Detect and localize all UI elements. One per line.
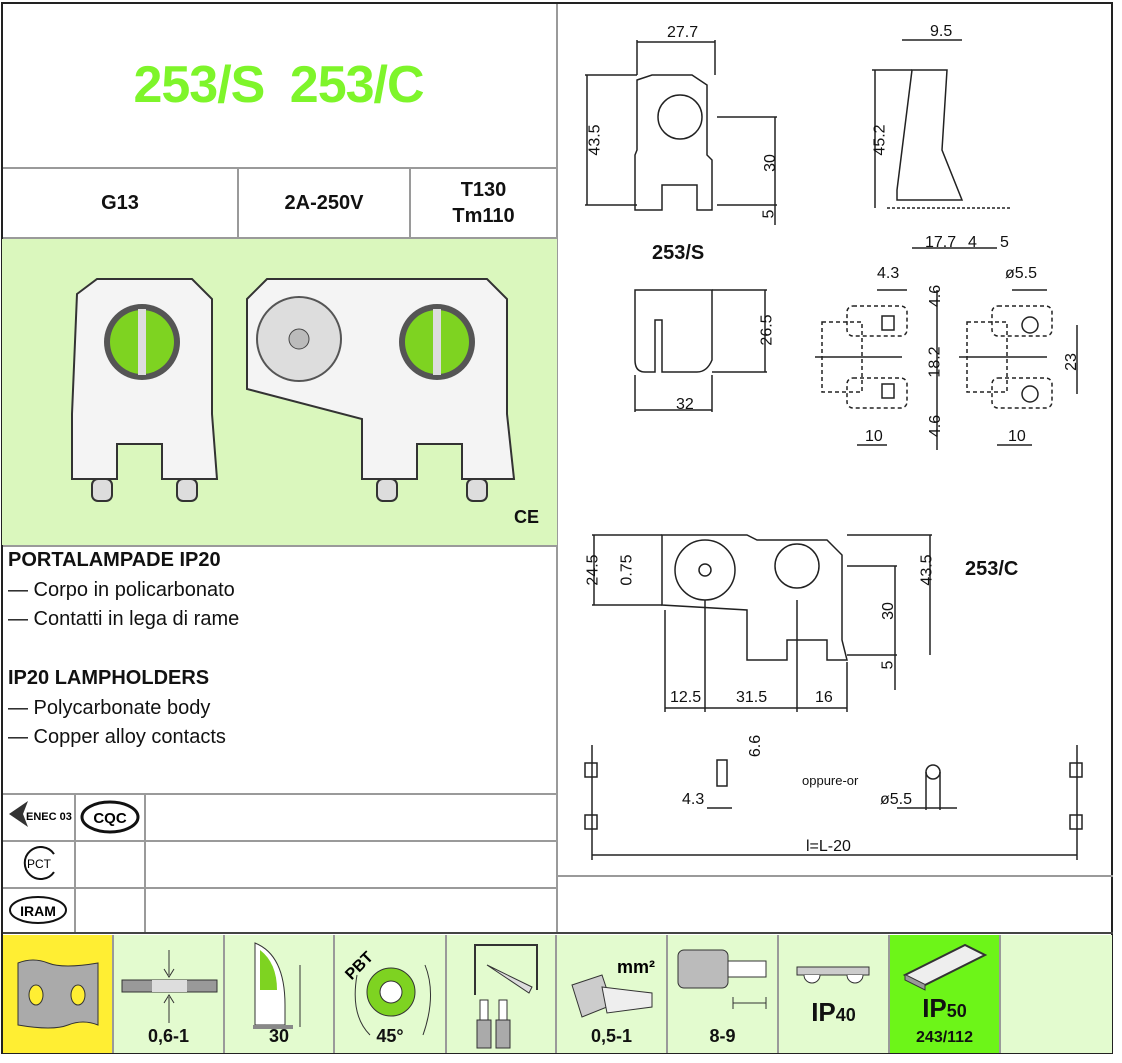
height-icon xyxy=(253,942,301,1029)
dim-label: 4.6 xyxy=(927,414,945,438)
divider xyxy=(3,167,557,169)
svg-text:IRAM: IRAM xyxy=(20,903,56,919)
wire-section-icon: mm² xyxy=(571,957,655,1018)
description-it-line: — Contatti in lega di rame xyxy=(8,608,240,630)
dim-label: 30 xyxy=(879,602,897,620)
spec-socket: G13 xyxy=(101,192,139,214)
feature-rotation: PBT 45° xyxy=(335,935,447,1053)
dim-label: 16 xyxy=(815,689,833,706)
dim-label: 5 xyxy=(760,209,778,219)
dim-label: 24.5 xyxy=(584,554,602,586)
dim-label: 0.75 xyxy=(618,554,636,586)
dim-label: 4.3 xyxy=(682,791,705,808)
bar-mount-icon xyxy=(17,959,99,1029)
feature-caption: 8-9 xyxy=(709,1026,736,1046)
dim-label: 27.7 xyxy=(667,24,699,41)
divider xyxy=(3,887,557,889)
feature-caption: 30 xyxy=(268,1026,290,1046)
strip-length-icon xyxy=(677,949,767,1009)
divider xyxy=(144,794,146,934)
feature-caption: 243/112 xyxy=(916,1029,973,1046)
iram-logo: IRAM xyxy=(8,895,68,930)
dim-label: l=L-20 xyxy=(806,838,851,855)
or-label: oppure-or xyxy=(802,773,859,788)
divider xyxy=(3,932,1113,934)
dim-label: 4.3 xyxy=(877,265,900,282)
product-title: 253/S 253/C xyxy=(133,56,424,114)
panel-thickness-icon xyxy=(121,950,218,1023)
divider xyxy=(3,237,557,239)
divider xyxy=(557,875,1113,877)
divider xyxy=(3,793,557,795)
feature-ip40: IP40 xyxy=(779,935,890,1053)
dim-label: 5 xyxy=(1000,234,1009,251)
enec-logo: ENEC 03 xyxy=(6,798,72,839)
drawing-label-253c: 253/C xyxy=(965,558,1019,580)
feature-caption: 0,5-1 xyxy=(590,1026,633,1046)
divider xyxy=(3,545,557,547)
divider xyxy=(237,168,239,238)
feature-caption: 0,6-1 xyxy=(147,1026,190,1046)
dim-label: 32 xyxy=(676,396,694,413)
dim-label: 9.5 xyxy=(930,23,953,40)
dim-label: 18.2 xyxy=(926,346,944,378)
spec-tm110: Tm110 xyxy=(452,205,515,227)
feature-ip50: IP50 243/112 xyxy=(890,935,1001,1053)
dim-label: 43.5 xyxy=(586,124,604,156)
push-wire-icon xyxy=(474,944,538,1049)
spec-t130: T130 xyxy=(460,179,507,201)
divider xyxy=(74,794,76,934)
feature-panel-thickness: 0,6-1 xyxy=(114,935,225,1053)
lampholder-photo-illustration xyxy=(71,278,516,502)
divider xyxy=(409,168,411,238)
cqc-logo: CQC xyxy=(80,800,140,839)
rotation-pbt-icon: PBT xyxy=(342,949,432,1036)
dim-label: 31.5 xyxy=(736,689,768,706)
feature-wire-section: mm² 0,5-1 xyxy=(557,935,668,1053)
divider xyxy=(556,4,558,934)
feature-push-wire xyxy=(447,935,557,1053)
description-en-line: — Polycarbonate body xyxy=(8,697,211,719)
dim-label: 6.6 xyxy=(747,734,765,758)
ce-mark: CE xyxy=(514,507,540,527)
dim-label: 4 xyxy=(968,234,977,251)
svg-text:PCT: PCT xyxy=(27,857,52,871)
pct-logo: PCT xyxy=(14,846,64,885)
technical-drawings xyxy=(584,39,1083,860)
feature-caption: 45° xyxy=(376,1026,404,1046)
dim-label: 23 xyxy=(1062,353,1080,371)
dim-label: 30 xyxy=(761,154,779,172)
dim-label: 12.5 xyxy=(670,689,702,706)
feature-strip-length: 8-9 xyxy=(668,935,779,1053)
feature-bar-mount xyxy=(3,935,114,1053)
feature-empty xyxy=(1001,935,1112,1053)
svg-text:CQC: CQC xyxy=(93,810,127,827)
description-en-heading: IP20 LAMPHOLDERS xyxy=(8,667,210,689)
dim-label: 10 xyxy=(1008,428,1026,445)
dim-label: 5 xyxy=(879,660,897,670)
ip40-icon xyxy=(796,966,870,984)
product-photo: CE xyxy=(2,239,557,545)
ip40-label: IP40 xyxy=(811,997,856,1027)
description-en-line: — Copper alloy contacts xyxy=(8,726,226,748)
dim-label: 45.2 xyxy=(871,124,889,156)
description-it-heading: PORTALAMPADE IP20 xyxy=(8,549,221,571)
drawing-label-253s: 253/S xyxy=(652,242,705,264)
dim-label: 26.5 xyxy=(758,314,776,346)
dim-label: 10 xyxy=(865,428,883,445)
feature-height: 30 xyxy=(225,935,335,1053)
ip50-label: IP50 xyxy=(922,993,967,1023)
description-it-line: — Corpo in policarbonato xyxy=(8,579,235,601)
dim-label: ø5.5 xyxy=(1005,265,1038,282)
svg-text:ENEC 03: ENEC 03 xyxy=(26,811,72,823)
dim-label: 4.6 xyxy=(927,284,945,308)
dim-label: ø5.5 xyxy=(880,791,913,808)
dim-label: 43.5 xyxy=(918,554,936,586)
svg-text:mm²: mm² xyxy=(617,957,655,977)
spec-rating: 2A-250V xyxy=(284,192,364,214)
ip50-icon xyxy=(902,943,988,991)
divider xyxy=(3,840,557,842)
dim-label: 17.7 xyxy=(925,234,957,251)
spec-temperature: T130 Tm110 xyxy=(411,168,556,238)
